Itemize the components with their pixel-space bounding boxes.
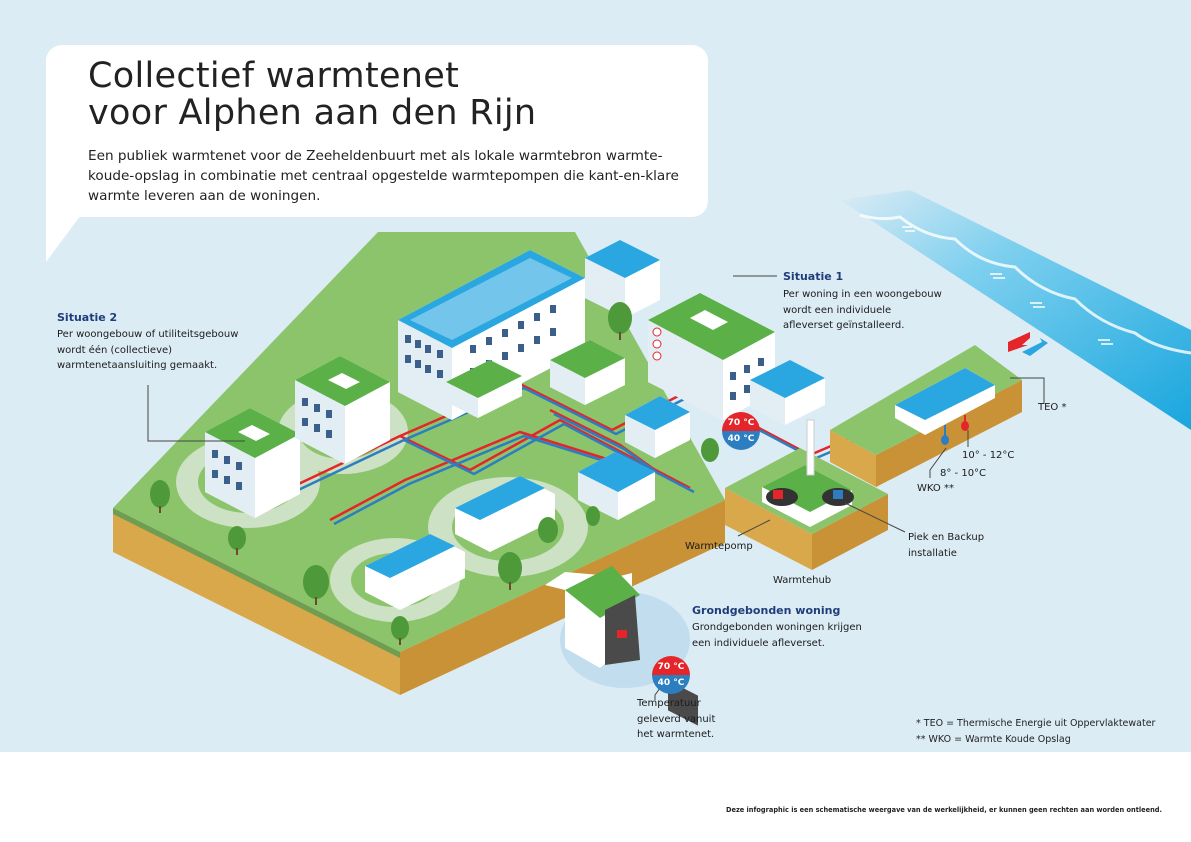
- situatie-2-text: Per woongebouw of utiliteitsgebouw wordt…: [57, 329, 239, 371]
- temperature-cold-house: 40 °C: [652, 675, 690, 694]
- small-building: [446, 360, 522, 418]
- grondgebonden-heading: Grondgebonden woning: [692, 604, 841, 617]
- footnote-teo: * TEO = Thermische Energie uit Oppervlak…: [916, 718, 1156, 729]
- row-houses: [365, 476, 555, 610]
- apartment-top: [585, 240, 660, 318]
- warmtehub-platform: [725, 419, 888, 570]
- situatie-2-heading: Situatie 2: [57, 311, 118, 324]
- speech-bubble-tail: [46, 200, 92, 262]
- temperature-badge-network: 70 °C 40 °C: [722, 412, 760, 450]
- temperature-cold: 40 °C: [722, 431, 760, 450]
- title-speech-bubble: [46, 45, 708, 217]
- small-blue-buildings: [550, 340, 825, 520]
- apartment-situatie-1: [648, 293, 775, 726]
- footnote-wko: ** WKO = Warmte Koude Opslag: [916, 734, 1071, 745]
- temp-low-label: 8° - 10°C: [940, 468, 987, 479]
- temperature-caption: Temperatuur geleverd vanuit het warmtene…: [637, 698, 716, 740]
- title-line-1: Collectief warmtenet: [88, 56, 460, 96]
- page-subtitle: Een publiek warmtenet voor de Zeeheldenb…: [88, 148, 679, 204]
- piek-backup-label: Piek en Backup installatie: [908, 532, 985, 559]
- zoom-detail-house: [545, 566, 690, 688]
- river: [840, 190, 1191, 430]
- disclaimer: Deze infographic is een schematische wee…: [726, 806, 1162, 814]
- large-office-building: [398, 250, 585, 420]
- temperature-hot-house: 70 °C: [652, 656, 690, 675]
- warmtehub-label: Warmtehub: [773, 575, 832, 586]
- temp-high-label: 10° - 12°C: [962, 450, 1015, 461]
- leader-lines: [147, 275, 1045, 700]
- situatie-1-heading: Situatie 1: [783, 270, 844, 283]
- temperature-badge-house: 70 °C 40 °C: [652, 656, 690, 694]
- grondgebonden-text: Grondgebonden woningen krijgen een indiv…: [692, 622, 862, 649]
- title-line-2: voor Alphen aan den Rijn: [88, 93, 537, 133]
- wko-label: WKO **: [917, 483, 954, 494]
- trees: [150, 302, 719, 645]
- warmtepomp-label: Warmtepomp: [685, 541, 753, 552]
- teo-platform: [830, 332, 1048, 487]
- temperature-hot: 70 °C: [722, 412, 760, 431]
- situatie-1-text: Per woning in een woongebouw wordt een i…: [783, 289, 942, 331]
- apartment-situatie-2: [205, 356, 390, 518]
- teo-label: TEO *: [1038, 402, 1067, 413]
- isometric-neighbourhood-illustration: [113, 190, 1191, 726]
